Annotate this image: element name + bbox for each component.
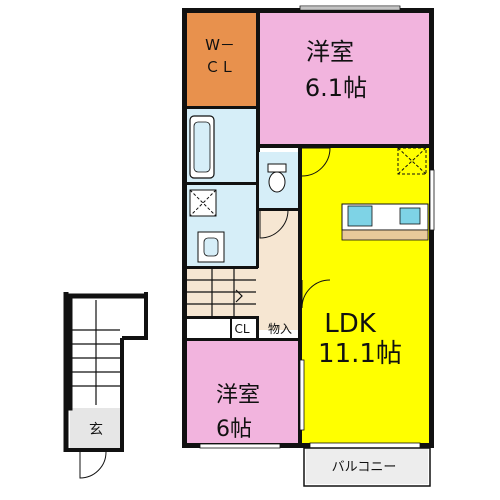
windows <box>199 5 435 449</box>
toilet <box>267 163 287 193</box>
kitchen-counter <box>341 203 429 241</box>
western-room-upper-size: 6.1帖 <box>305 74 367 102</box>
western-room-upper-fill <box>258 12 430 144</box>
closet-label: CL <box>234 322 249 336</box>
western-room-lower-name: 洋室 <box>216 383 260 408</box>
washing-machine-space <box>189 189 217 217</box>
western-room-lower-size: 6帖 <box>216 417 252 442</box>
wcl-label-line2: ＣＬ <box>205 58 235 76</box>
wcl-label-line1: W－ <box>205 36 235 54</box>
staircase-fill <box>186 268 258 318</box>
balcony-fill <box>306 448 428 484</box>
walk-in-closet-fill <box>186 12 258 108</box>
interior-walls <box>184 10 432 446</box>
washbasin <box>197 231 225 263</box>
ldk-fill <box>302 148 430 445</box>
ldk-size: 11.1帖 <box>318 339 402 369</box>
entrance-fill <box>70 408 120 448</box>
doors <box>210 60 331 341</box>
staircase <box>186 268 256 316</box>
storage-label: 物入 <box>268 322 292 336</box>
lower-floor <box>63 292 148 479</box>
balcony <box>303 447 431 487</box>
western-room-upper-name: 洋室 <box>306 38 354 66</box>
hall-fill <box>258 210 302 330</box>
balcony-label: バルコニー <box>332 460 397 475</box>
western-room-lower-fill <box>186 340 302 445</box>
refrigerator-space <box>397 147 427 175</box>
bathtub <box>189 115 215 179</box>
ldk-name: LDK <box>324 309 377 339</box>
entrance-label: 玄 <box>89 421 103 438</box>
